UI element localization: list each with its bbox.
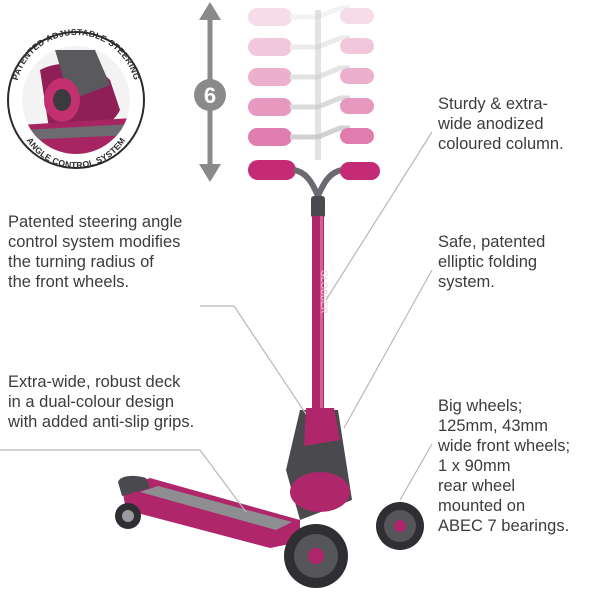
- feature-steering-line: control system modifies: [8, 233, 181, 251]
- feature-column-line: coloured column.: [438, 135, 564, 153]
- feature-folding-line: Safe, patented: [438, 233, 546, 251]
- handlebar: [248, 160, 380, 218]
- feature-wheels-line: rear wheel: [438, 477, 516, 495]
- front-wheel-left: [284, 524, 348, 588]
- feature-folding-line: elliptic folding: [438, 253, 538, 271]
- feature-column: Sturdy & extra- wide anodized coloured c…: [438, 94, 598, 154]
- column-brand-text: GLOBBER: [319, 270, 329, 314]
- rear-wheel: [115, 503, 141, 529]
- wheels-callout-line: [399, 443, 433, 501]
- feature-deck-line: with added anti-slip grips.: [8, 413, 195, 431]
- feature-steering: Patented steering angle control system m…: [8, 212, 238, 292]
- deck-callout-line-b: [199, 449, 247, 513]
- folding-callout-line: [343, 269, 433, 429]
- scooter-deck: [118, 475, 300, 548]
- steering-callout-line-b: [233, 305, 307, 415]
- feature-deck: Extra-wide, robust deck in a dual-colour…: [8, 372, 248, 432]
- height-adjust-arrow: 6: [194, 2, 226, 182]
- feature-deck-line: Extra-wide, robust deck: [8, 373, 181, 391]
- feature-steering-line: the front wheels.: [8, 273, 130, 291]
- feature-wheels-line: mounted on: [438, 497, 526, 515]
- feature-wheels-line: ABEC 7 bearings.: [438, 517, 570, 535]
- column-callout-line: [325, 131, 433, 301]
- feature-column-line: wide anodized: [438, 115, 544, 133]
- feature-wheels-line: 125mm, 43mm: [438, 417, 549, 435]
- feature-steering-line: the turning radius of: [8, 253, 154, 271]
- feature-column-line: Sturdy & extra-: [438, 95, 549, 113]
- front-wheel-right: [376, 502, 424, 550]
- callout-lines: [0, 131, 433, 513]
- feature-steering-line: Patented steering angle: [8, 213, 183, 231]
- steering-inset-badge: PATENTED ADJUSTABLE STEERING ANGLE CONTR…: [7, 27, 145, 170]
- feature-wheels-line: 1 x 90mm: [438, 457, 511, 475]
- height-positions-count: 6: [204, 83, 216, 108]
- feature-wheels-line: wide front wheels;: [438, 437, 571, 455]
- scooter-head: [286, 408, 352, 520]
- feature-wheels: Big wheels; 125mm, 43mm wide front wheel…: [438, 396, 598, 536]
- steering-column: GLOBBER: [312, 216, 329, 416]
- handlebar-ghosts: [248, 5, 374, 160]
- feature-wheels-line: Big wheels;: [438, 397, 523, 415]
- feature-folding: Safe, patented elliptic folding system.: [438, 232, 598, 292]
- feature-deck-line: in a dual-colour design: [8, 393, 175, 411]
- feature-folding-line: system.: [438, 273, 495, 291]
